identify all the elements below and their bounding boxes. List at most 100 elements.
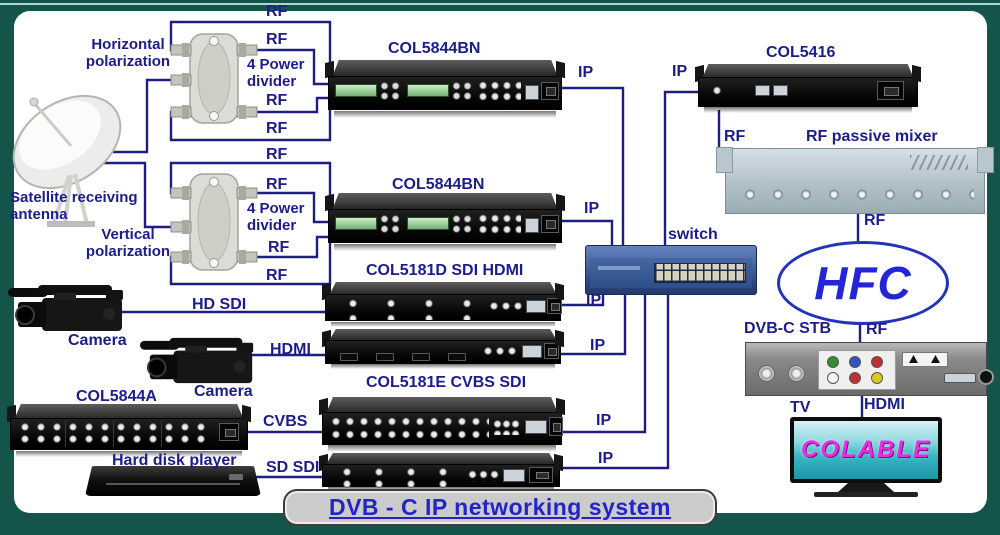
bnc-outputs <box>493 418 520 435</box>
rack-shadow <box>704 107 912 113</box>
ethernet-port <box>755 85 770 97</box>
rack-top <box>332 193 558 211</box>
hdmi-port <box>376 352 394 361</box>
label-hdmi-camera: HDMI <box>270 341 311 358</box>
player-display <box>229 473 244 480</box>
tv-screen: COLABLE <box>794 421 938 479</box>
bnc-inputs <box>334 296 484 321</box>
bnc-outputs <box>467 468 499 482</box>
hdmi-out-port <box>944 373 976 383</box>
diagram-title-box: DVB - C IP networking system <box>283 489 717 526</box>
device-dvbc-stb <box>745 342 994 396</box>
rack-shadow <box>331 321 555 327</box>
label-ip-2: IP <box>584 200 600 217</box>
power-inlet <box>544 342 559 359</box>
label-rf-8: RF <box>266 267 288 284</box>
ethernet-port <box>525 84 539 100</box>
switch-ports <box>654 263 746 283</box>
label-ip-4: IP <box>590 337 606 354</box>
rack-top <box>329 329 557 341</box>
label-hd-sdi: HD SDI <box>192 296 247 313</box>
ethernet-port <box>773 85 788 97</box>
device-col5844bn-2 <box>328 193 562 251</box>
device-hard-disk-player <box>85 466 261 496</box>
bnc-inputs <box>331 465 461 488</box>
device-rf-passive-mixer <box>716 147 994 214</box>
label-sd-sdi: SD SDI <box>266 459 320 476</box>
rack-top <box>329 282 557 296</box>
connector-cluster <box>379 80 401 101</box>
power-inlet <box>549 416 563 436</box>
hdmi-port <box>340 352 358 361</box>
tv-base <box>814 492 918 497</box>
connector-row <box>477 212 521 235</box>
rca-inputs <box>17 421 213 448</box>
label-dvbc-stb: DVB-C STB <box>744 320 832 337</box>
mounting-ear <box>716 147 733 173</box>
label-rf-passive-mixer: RF passive mixer <box>806 128 938 145</box>
label-rf-3: RF <box>266 92 288 109</box>
label-hdmi-tv: HDMI <box>864 396 905 413</box>
wire-ip-5181d2 <box>558 292 627 356</box>
label-power-divider-2: 4 Power divider <box>247 200 305 234</box>
ethernet-port <box>525 419 547 434</box>
label-ip-5: IP <box>596 412 612 429</box>
rack-top <box>332 60 558 78</box>
label-col5844bn-1: COL5844BN <box>388 40 481 57</box>
switch-face <box>590 258 752 288</box>
tv-brand-text: COLABLE <box>801 436 931 463</box>
tv-stand <box>838 483 894 492</box>
label-camera-1: Camera <box>68 332 127 349</box>
lcd-display <box>335 216 377 230</box>
frame-top-accent <box>0 3 1000 5</box>
rca-yellow <box>871 372 883 384</box>
label-rf-7: RF <box>268 239 290 256</box>
label-rf-9: RF <box>724 128 746 145</box>
rack-face <box>328 75 562 111</box>
disc-slot <box>106 482 240 485</box>
rack-shadow <box>331 364 555 369</box>
lcd-display <box>407 216 449 230</box>
module-divider <box>65 421 66 448</box>
power-divider-graphic <box>170 173 258 271</box>
device-col5844a <box>10 404 248 457</box>
rack-shadow <box>16 450 242 457</box>
rack-face <box>10 418 248 451</box>
hdmi-port <box>412 352 430 361</box>
label-ip-7: IP <box>672 63 688 80</box>
rca-green <box>827 356 839 368</box>
rack-top <box>326 453 556 465</box>
connector-cluster <box>451 213 473 234</box>
rf-loop-connector <box>788 365 805 382</box>
spdif-jack <box>978 369 994 385</box>
wire-dish-horizontal <box>100 78 172 154</box>
power-inlet <box>219 423 239 442</box>
connector-row <box>477 79 521 102</box>
vent-slots <box>910 155 968 170</box>
power-divider-1 <box>168 30 260 127</box>
camera-graphic <box>140 337 254 384</box>
rack-face <box>322 411 563 445</box>
wire-ip-5181d1 <box>558 292 605 307</box>
rf-connector-row <box>736 177 974 209</box>
wire-ip-5844bn1 <box>556 86 625 250</box>
label-col5181d: COL5181D SDI HDMI <box>366 262 524 279</box>
rack-shadow <box>328 445 556 452</box>
rf-output-port <box>711 84 723 98</box>
hdmi-port <box>448 352 466 361</box>
label-rf-2: RF <box>266 31 288 48</box>
rack-face <box>328 208 562 244</box>
device-col5181d-hdmi <box>325 329 561 369</box>
label-rf-1: RF <box>266 3 288 20</box>
mounting-ear <box>977 147 994 173</box>
label-col5416: COL5416 <box>766 44 836 61</box>
wire-ip-5181e1 <box>558 292 647 434</box>
label-col5844bn-2: COL5844BN <box>392 176 485 193</box>
power-inlet <box>547 298 562 315</box>
wire-ip-5844bn2 <box>556 219 614 250</box>
rack-top <box>14 404 244 420</box>
label-vertical-polarization: Vertical polarization <box>85 226 171 260</box>
rack-face <box>698 77 918 107</box>
satellite-dish <box>5 68 140 236</box>
